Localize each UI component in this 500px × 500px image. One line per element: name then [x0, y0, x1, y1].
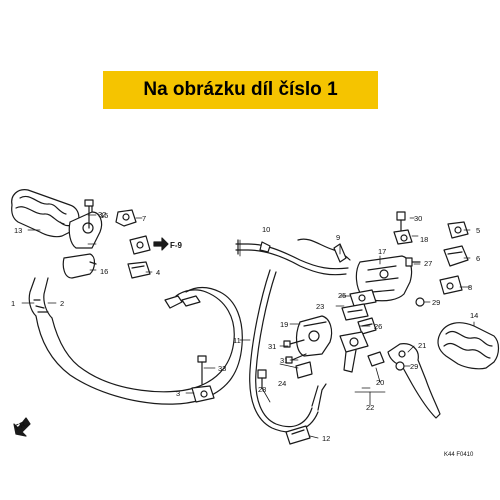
throttle-housing — [68, 205, 103, 249]
switch-25 — [349, 289, 377, 307]
callout-31: 31 — [280, 356, 288, 365]
callout-5: 5 — [476, 226, 480, 235]
right-grip — [437, 322, 500, 370]
wire-harness-9 — [297, 238, 351, 263]
throttle-lower-housing — [62, 253, 97, 279]
screw-31-a — [283, 339, 305, 348]
callout-27: 27 — [424, 259, 432, 268]
callout-24: 24 — [278, 379, 286, 388]
clutch-cable-10 — [235, 239, 349, 276]
front-arrow — [13, 417, 31, 437]
switch-bracket — [115, 209, 137, 227]
leader-lines — [21, 214, 475, 439]
throttle-cables — [28, 277, 243, 405]
switch-6 — [443, 245, 469, 267]
screw-30 — [396, 211, 406, 233]
callout-9: 9 — [336, 233, 340, 242]
switch-8 — [439, 275, 463, 295]
callout-13: 13 — [14, 226, 22, 235]
callout-31: 31 — [268, 342, 276, 351]
diagram-code-label: K44 F0410 — [444, 452, 474, 458]
callout-17: 17 — [378, 247, 386, 256]
reference-arrow-label: F-9 — [170, 241, 183, 250]
callout-6: 6 — [476, 254, 480, 263]
screw-31-b — [285, 353, 307, 364]
callout-7: 7 — [142, 214, 146, 223]
callout-30: 30 — [414, 214, 422, 223]
switch-5 — [447, 221, 469, 239]
callout-8: 8 — [468, 283, 472, 292]
callout-25: 25 — [338, 291, 346, 300]
callout-3: 3 — [176, 389, 180, 398]
callout-19: 19 — [280, 320, 288, 329]
callout-23: 23 — [316, 302, 324, 311]
callout-33: 33 — [218, 364, 226, 373]
lever-assembly — [339, 331, 385, 373]
callout-18: 18 — [420, 235, 428, 244]
callout-32: 32 — [98, 210, 106, 219]
callout-12: 12 — [322, 434, 330, 443]
nut-29-a — [415, 297, 425, 307]
part-12 — [285, 425, 311, 445]
nut-29-b — [395, 361, 405, 371]
callout-14: 14 — [470, 311, 478, 320]
screw-32 — [84, 199, 94, 229]
callout-10: 10 — [262, 225, 270, 234]
callout-15: 15 — [100, 211, 108, 220]
switch-3 — [191, 385, 215, 403]
callout-20: 20 — [376, 378, 384, 387]
screw-27 — [405, 257, 421, 267]
part-number-banner: Na obrázku díl číslo 1 — [103, 71, 378, 109]
callout-1: 1 — [11, 299, 15, 308]
banner-text: Na obrázku díl číslo 1 — [143, 79, 338, 100]
callout-29: 29 — [410, 362, 418, 371]
callout-4: 4 — [156, 268, 160, 277]
callout-21: 21 — [418, 341, 426, 350]
switch-part-4 — [127, 261, 151, 279]
callout-28: 28 — [258, 385, 266, 394]
callout-11: 11 — [233, 336, 241, 345]
callout-2: 2 — [60, 299, 64, 308]
clamp-18 — [393, 229, 413, 245]
switch-23 — [341, 303, 369, 321]
lever-bracket — [295, 315, 333, 357]
brake-lever — [387, 343, 441, 419]
switch-24 — [295, 361, 313, 379]
bolt-28 — [257, 369, 267, 389]
bolt-33 — [197, 355, 207, 385]
callout-29: 29 — [432, 298, 440, 307]
callout-16: 16 — [100, 267, 108, 276]
callout-22: 22 — [366, 403, 374, 412]
callout-26: 26 — [374, 322, 382, 331]
cable-end-fittings — [164, 295, 201, 309]
reference-part — [129, 235, 169, 255]
